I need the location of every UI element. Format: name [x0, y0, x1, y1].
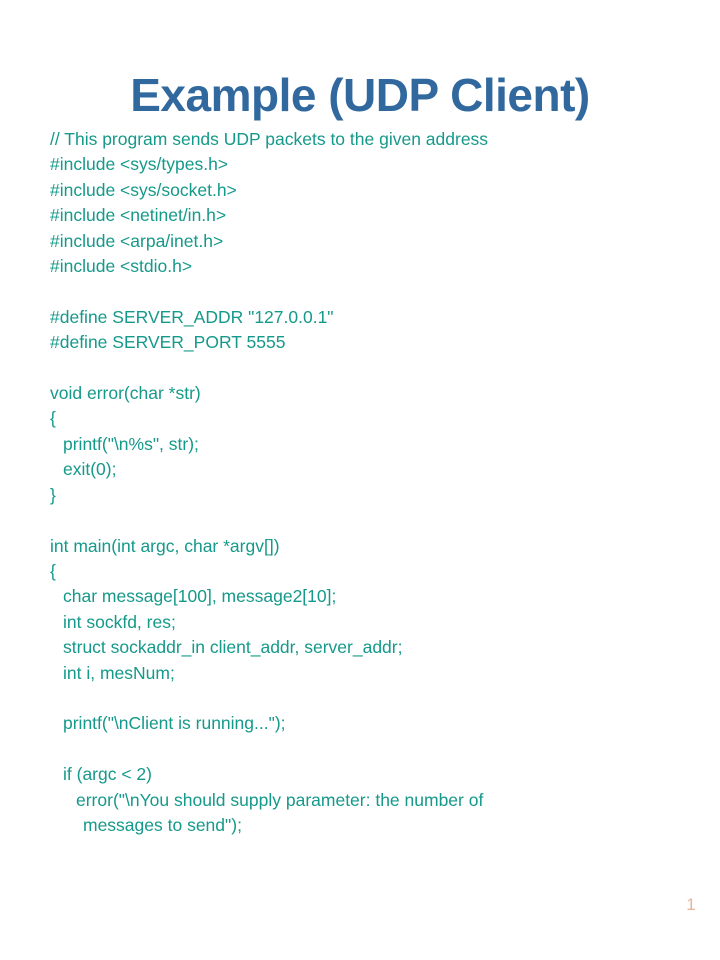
- page-number: 1: [686, 895, 696, 914]
- code-line: printf("\n%s", str);: [63, 433, 199, 454]
- code-line-blank: [50, 508, 700, 533]
- code-line: int main(int argc, char *argv[]): [50, 535, 280, 556]
- code-line: {: [50, 560, 56, 581]
- code-line: #include <arpa/inet.h>: [50, 230, 224, 251]
- code-line: void error(char *str): [50, 383, 201, 404]
- code-line: int i, mesNum;: [63, 662, 175, 683]
- code-line: struct sockaddr_in client_addr, server_a…: [63, 637, 403, 658]
- code-line: #define SERVER_PORT 5555: [50, 332, 286, 353]
- code-line: #include <stdio.h>: [50, 256, 193, 277]
- code-line-blank: [50, 686, 700, 711]
- code-line: error("\nYou should supply parameter: th…: [76, 789, 484, 810]
- code-line-blank: [50, 356, 700, 381]
- code-line: messages to send");: [83, 814, 242, 835]
- code-line: printf("\nClient is running...");: [63, 713, 286, 734]
- code-line: int sockfd, res;: [63, 611, 176, 632]
- code-line: }: [50, 484, 56, 505]
- code-line: if (argc < 2): [63, 764, 152, 785]
- code-line: #define SERVER_ADDR "127.0.0.1": [50, 306, 334, 327]
- code-line-blank: [50, 737, 700, 762]
- page-title: Example (UDP Client): [130, 68, 590, 121]
- code-line: {: [50, 408, 56, 429]
- code-line: #include <sys/types.h>: [50, 154, 229, 175]
- code-line: char message[100], message2[10];: [63, 586, 337, 607]
- code-line: #include <netinet/in.h>: [50, 205, 227, 226]
- code-line: exit(0);: [63, 459, 117, 480]
- code-line-blank: [50, 279, 700, 304]
- code-line: // This program sends UDP packets to the…: [50, 129, 489, 149]
- code-line: #include <sys/socket.h>: [50, 179, 237, 200]
- code-listing: // This program sends UDP packets to the…: [50, 127, 700, 838]
